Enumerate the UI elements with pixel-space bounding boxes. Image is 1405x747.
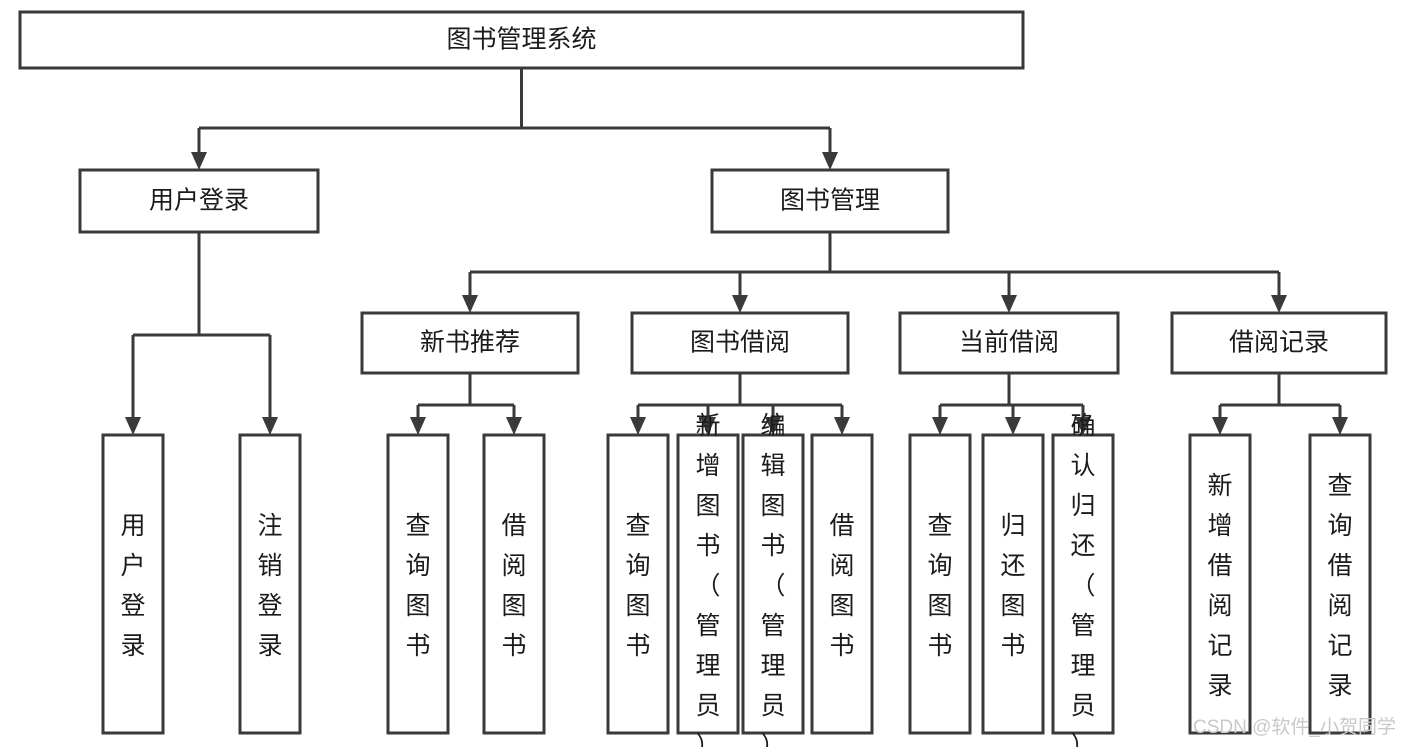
node-label: 图书借阅 — [690, 329, 790, 357]
node-label: 新增借阅记录 — [1207, 472, 1232, 700]
node-label: 新增图书（管理员） — [695, 412, 720, 747]
node-box[interactable] — [386, 433, 450, 735]
node-box[interactable] — [238, 433, 302, 735]
arrow-head-icon — [932, 417, 948, 435]
arrow-head-icon — [1005, 417, 1021, 435]
node-label: 查询图书 — [405, 512, 430, 660]
node-查询图书[interactable]: 查询图书 — [386, 433, 450, 735]
node-box[interactable] — [78, 168, 320, 234]
arrow-head-icon — [700, 417, 716, 435]
arrow-head-icon — [410, 417, 426, 435]
node-label: 当前借阅 — [959, 329, 1059, 357]
node-box[interactable] — [1170, 311, 1388, 375]
node-layer: 图书管理系统用户登录图书管理新书推荐图书借阅当前借阅借阅记录用户登录注销登录查询… — [18, 10, 1388, 747]
node-借阅图书[interactable]: 借阅图书 — [810, 433, 874, 735]
node-box[interactable] — [18, 10, 1025, 70]
node-label: 查询图书 — [927, 512, 952, 660]
node-当前借阅[interactable]: 当前借阅 — [898, 311, 1120, 375]
csdn-watermark: CSDN @软件_小贺同学 — [1193, 716, 1396, 738]
arrow-head-icon — [262, 417, 278, 435]
node-查询借阅记录[interactable]: 查询借阅记录 — [1308, 433, 1372, 735]
node-label: 查询借阅记录 — [1327, 472, 1352, 700]
node-box[interactable] — [360, 311, 580, 375]
node-box[interactable] — [101, 433, 165, 735]
node-label: 图书管理 — [780, 187, 880, 215]
node-新增图书管理员[interactable]: 新增图书（管理员） — [676, 412, 740, 747]
node-label: 图书管理系统 — [446, 26, 596, 54]
node-label: 新书推荐 — [420, 329, 520, 357]
node-归还图书[interactable]: 归还图书 — [981, 433, 1045, 735]
arrow-head-icon — [630, 417, 646, 435]
arrow-head-icon — [1075, 417, 1091, 435]
node-box[interactable] — [630, 311, 850, 375]
arrow-head-icon — [834, 417, 850, 435]
node-查询图书[interactable]: 查询图书 — [606, 433, 670, 735]
node-box[interactable] — [741, 433, 805, 735]
node-label: 借阅图书 — [501, 512, 526, 660]
node-label: 用户登录 — [149, 187, 249, 215]
node-box[interactable] — [1051, 433, 1115, 735]
node-label: 借阅记录 — [1229, 329, 1329, 357]
node-label: 注销登录 — [257, 512, 282, 660]
arrow-head-icon — [1212, 417, 1228, 435]
node-box[interactable] — [1188, 433, 1252, 735]
node-图书管理[interactable]: 图书管理 — [710, 168, 950, 234]
arrow-head-icon — [732, 295, 748, 313]
arrow-head-icon — [822, 152, 838, 170]
node-确认归还管理员[interactable]: 确认归还（管理员） — [1051, 412, 1115, 747]
node-图书管理系统[interactable]: 图书管理系统 — [18, 10, 1025, 70]
node-label: 编辑图书（管理员） — [760, 412, 785, 747]
node-新书推荐[interactable]: 新书推荐 — [360, 311, 580, 375]
node-box[interactable] — [1308, 433, 1372, 735]
arrow-head-icon — [462, 295, 478, 313]
node-用户登录[interactable]: 用户登录 — [78, 168, 320, 234]
arrow-head-icon — [1332, 417, 1348, 435]
node-编辑图书管理员[interactable]: 编辑图书（管理员） — [741, 412, 805, 747]
node-box[interactable] — [710, 168, 950, 234]
node-借阅图书[interactable]: 借阅图书 — [482, 433, 546, 735]
node-label: 借阅图书 — [829, 512, 854, 660]
node-box[interactable] — [676, 433, 740, 735]
node-label: 确认归还（管理员） — [1070, 412, 1095, 747]
node-box[interactable] — [898, 311, 1120, 375]
node-label: 归还图书 — [1000, 512, 1025, 660]
node-box[interactable] — [981, 433, 1045, 735]
node-box[interactable] — [606, 433, 670, 735]
arrow-head-icon — [506, 417, 522, 435]
node-新增借阅记录[interactable]: 新增借阅记录 — [1188, 433, 1252, 735]
node-box[interactable] — [810, 433, 874, 735]
node-图书借阅[interactable]: 图书借阅 — [630, 311, 850, 375]
arrow-head-icon — [191, 152, 207, 170]
node-label: 查询图书 — [625, 512, 650, 660]
arrow-head-icon — [125, 417, 141, 435]
node-label: 用户登录 — [120, 512, 145, 660]
node-借阅记录[interactable]: 借阅记录 — [1170, 311, 1388, 375]
arrow-head-icon — [1271, 295, 1287, 313]
arrow-head-icon — [1001, 295, 1017, 313]
node-注销登录[interactable]: 注销登录 — [238, 433, 302, 735]
node-查询图书[interactable]: 查询图书 — [908, 433, 972, 735]
connector-layer — [125, 68, 1348, 435]
arrow-head-icon — [765, 417, 781, 435]
node-用户登录[interactable]: 用户登录 — [101, 433, 165, 735]
node-box[interactable] — [908, 433, 972, 735]
node-box[interactable] — [482, 433, 546, 735]
